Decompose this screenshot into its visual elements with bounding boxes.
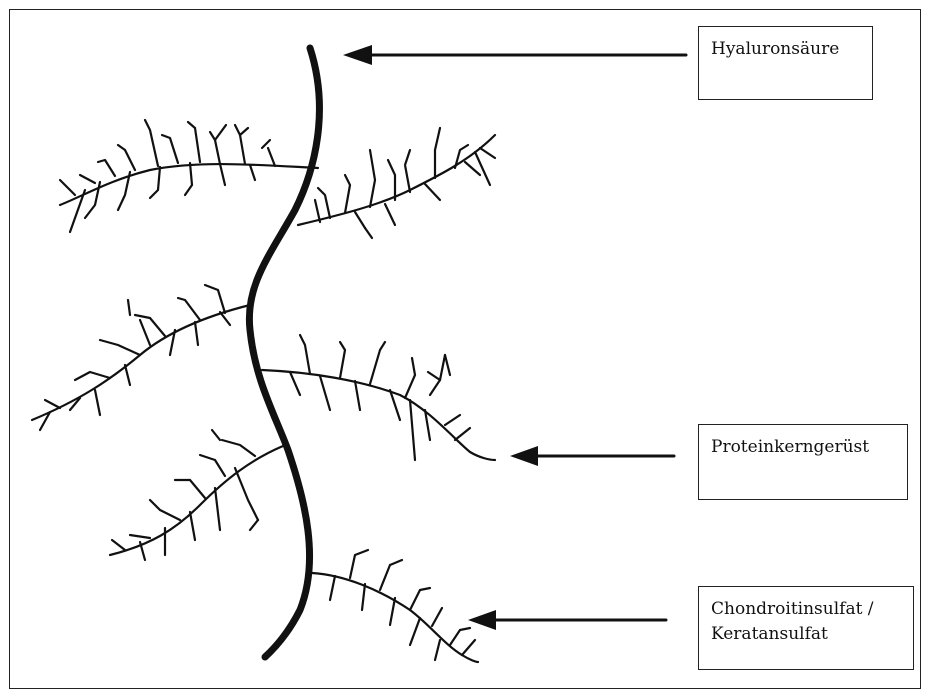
hyaluronic-acid-backbone <box>249 48 319 657</box>
side-chain-middle-right <box>262 335 495 460</box>
arrow-protein-core <box>510 446 674 466</box>
label-glycosaminoglycans: Chondroitinsulfat / Keratansulfat <box>698 586 914 670</box>
side-chain-upper-left <box>60 120 318 232</box>
side-chain-lower-right <box>312 550 478 662</box>
label-hyaluronic-acid: Hyaluronsäure <box>698 26 873 100</box>
label-protein-core: Proteinkerngerüst <box>698 424 908 500</box>
label-hyaluronic-acid-text: Hyaluronsäure <box>711 37 860 63</box>
side-chain-lower-left <box>110 430 283 560</box>
side-chain-upper-right <box>298 128 495 238</box>
arrow-hyaluronic-acid <box>343 45 686 65</box>
label-chondroitin-line2: Keratansulfat <box>711 622 901 647</box>
label-protein-core-text: Proteinkerngerüst <box>711 435 895 461</box>
side-chain-middle-left <box>32 285 250 430</box>
arrow-glycosaminoglycans <box>468 610 666 630</box>
label-chondroitin-line1: Chondroitinsulfat / <box>711 597 901 622</box>
